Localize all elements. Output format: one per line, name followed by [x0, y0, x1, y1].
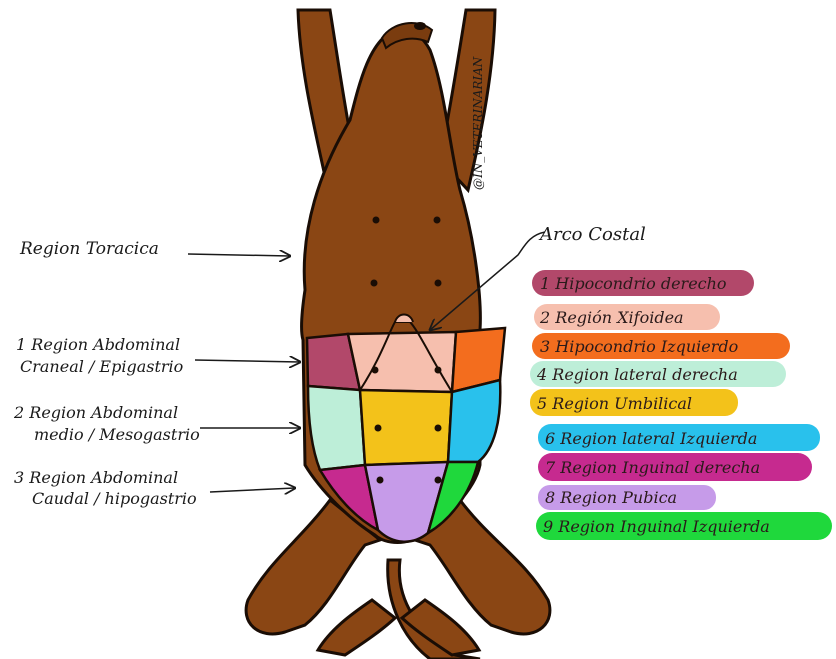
watermark-text: @IN_VETERINARIAN: [471, 56, 485, 190]
label-medio-line1: 2 Region Abdominal: [13, 403, 178, 422]
label-medio-line2: medio / Mesogastrio: [34, 425, 200, 444]
region-4-lateral-derecha: [308, 386, 365, 470]
legend: 1 Hipocondrio derecho 2 Región Xifoidea …: [530, 270, 832, 540]
label-caudal-line1: 3 Region Abdominal: [14, 468, 178, 487]
legend-label-2: 2 Región Xifoidea: [539, 308, 684, 327]
right-foot: [402, 600, 479, 655]
legend-label-5: 5 Region Umbilical: [537, 394, 692, 413]
label-caudal-line2: Caudal / hipogastrio: [32, 489, 197, 508]
left-foot: [318, 600, 395, 655]
arrow-toracica: [188, 254, 290, 256]
dog-nose: [414, 22, 426, 30]
arrow-caudal: [210, 488, 295, 492]
legend-label-1: 1 Hipocondrio derecho: [540, 274, 727, 293]
legend-label-7: 7 Region Inguinal derecha: [545, 458, 760, 477]
legend-label-3: 3 Hipocondrio Izquierdo: [540, 337, 738, 356]
legend-label-8: 8 Region Pubica: [545, 488, 677, 507]
legend-label-4: 4 Region lateral derecha: [536, 365, 738, 384]
label-arco-costal: Arco Costal: [538, 224, 646, 245]
xiphoid-tip: [395, 315, 413, 323]
label-craneal-line2: Craneal / Epigastrio: [20, 357, 183, 376]
region-6-lateral-izquierda: [448, 380, 500, 462]
label-craneal-line1: 1 Region Abdominal: [16, 335, 180, 354]
arrow-craneal: [195, 360, 300, 362]
legend-label-9: 9 Region Inguinal Izquierda: [543, 517, 770, 536]
label-region-toracica: Region Toracica: [19, 239, 159, 259]
legend-label-6: 6 Region lateral Izquierda: [545, 429, 757, 448]
